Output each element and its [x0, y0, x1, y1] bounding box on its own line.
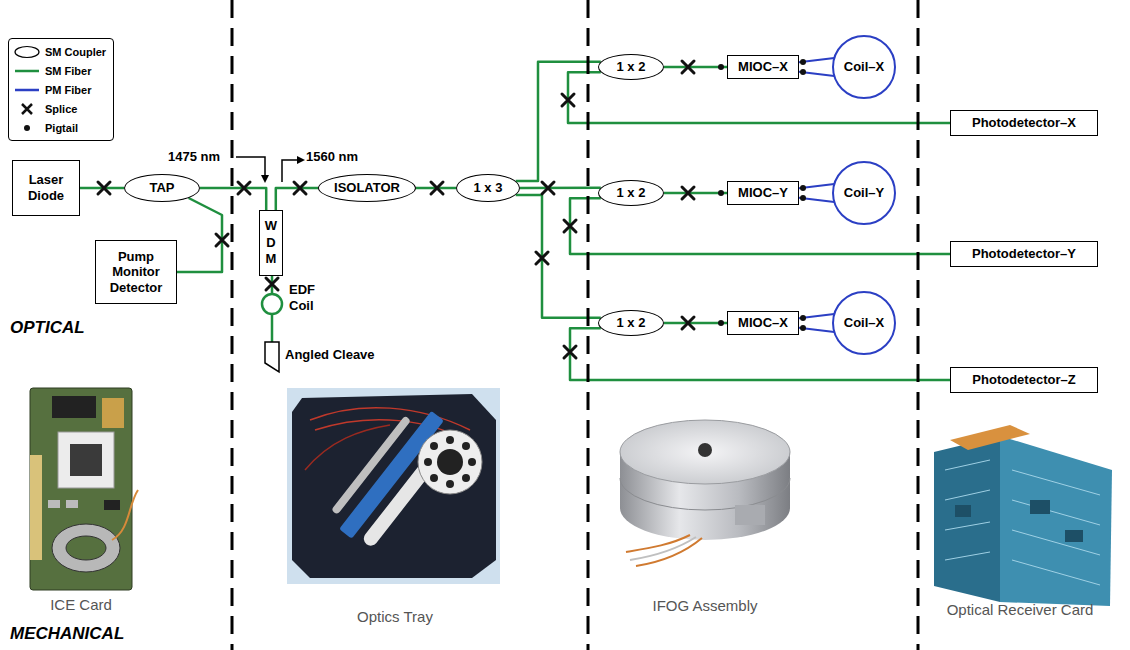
coupler-oval: TAP	[124, 174, 200, 202]
edf-fiber	[262, 276, 282, 342]
sm-fiber	[664, 192, 727, 195]
component-box: MIOC–X	[727, 55, 799, 79]
node-label: MIOC–Y	[738, 185, 788, 201]
node-label: MIOC–X	[738, 315, 788, 331]
optics-tray-illustration	[287, 388, 500, 584]
node-label: Laser Diode	[16, 172, 76, 203]
component-box: MIOC–Y	[727, 181, 799, 205]
legend-row: PM Fiber	[13, 80, 109, 99]
wdm-box: WDM	[259, 210, 283, 276]
legend-text: Pigtail	[45, 122, 78, 134]
wavelength-arrow	[236, 157, 298, 182]
component-box: Photodetector–Y	[950, 241, 1098, 267]
node-label: Photodetector–X	[972, 115, 1076, 131]
node-label: MIOC–X	[738, 59, 788, 75]
receiver-card-illustration	[934, 425, 1112, 606]
ifog-assembly-illustration	[620, 420, 790, 566]
sm-fiber	[664, 66, 727, 69]
sm-fiber	[664, 322, 727, 325]
wavelength-label: 1475 nm	[168, 149, 220, 165]
legend-sample	[13, 121, 41, 135]
node-label: TAP	[149, 180, 174, 196]
sm-fiber	[570, 198, 950, 254]
node-label: Coil–Y	[844, 185, 884, 201]
pigtail-dot	[718, 59, 806, 331]
fiber-coil: Coil–X	[832, 35, 896, 99]
coupler-oval: 1 x 2	[598, 54, 664, 80]
legend-row: SM Fiber	[13, 61, 109, 80]
section-title: OPTICAL	[10, 318, 85, 338]
node-label: Pump Monitor Detector	[99, 249, 173, 296]
node-label: 1 x 2	[617, 315, 646, 331]
component-box: Photodetector–X	[950, 110, 1098, 136]
legend-sample	[13, 83, 41, 97]
component-box: MIOC–X	[727, 311, 799, 335]
legend-text: SM Fiber	[45, 65, 91, 77]
coupler-oval: 1 x 2	[598, 180, 664, 206]
wavelength-label: 1560 nm	[306, 149, 358, 165]
legend-row: Pigtail	[13, 118, 109, 137]
ice-card-illustration	[30, 388, 138, 590]
section-title: MECHANICAL	[10, 624, 124, 644]
part-label: Angled Cleave	[285, 347, 375, 363]
node-label: ISOLATOR	[334, 180, 400, 196]
photo-caption: ICE Card	[30, 596, 132, 614]
splice-mark	[98, 61, 694, 358]
photo-caption: IFOG Assembly	[625, 597, 785, 615]
legend-sample	[13, 64, 41, 78]
node-label: Coil–X	[844, 59, 884, 75]
angled-cleave-symbol	[265, 342, 279, 372]
component-box: Pump Monitor Detector	[95, 240, 177, 304]
node-label: 1 x 2	[617, 185, 646, 201]
component-box: Laser Diode	[12, 160, 80, 216]
legend-text: PM Fiber	[45, 84, 91, 96]
photo-caption: Optics Tray	[330, 608, 460, 626]
sm-fiber	[520, 187, 601, 190]
legend-text: SM Coupler	[45, 46, 106, 58]
legend-sample	[13, 102, 41, 116]
part-label: EDF Coil	[289, 282, 331, 313]
legend-box: SM Coupler SM Fiber PM FiberSplicePigtail	[8, 38, 114, 141]
coupler-oval: ISOLATOR	[318, 174, 416, 202]
fiber-coil: Coil–Y	[832, 161, 896, 225]
node-label: WDM	[265, 218, 278, 269]
fiber-coil: Coil–X	[832, 291, 896, 355]
legend-row: Splice	[13, 99, 109, 118]
node-label: Photodetector–Y	[972, 246, 1076, 262]
arrow-head	[261, 156, 305, 183]
node-label: 1 x 3	[474, 180, 503, 196]
node-label: Coil–X	[844, 315, 884, 331]
component-box: Photodetector–Z	[950, 367, 1098, 393]
coupler-oval: 1 x 2	[598, 310, 664, 336]
legend-sample	[13, 45, 41, 59]
node-label: Photodetector–Z	[972, 372, 1075, 388]
section-divider	[232, 0, 918, 650]
photo-caption: Optical Receiver Card	[945, 601, 1095, 619]
legend-row: SM Coupler	[13, 42, 109, 61]
coupler-oval: 1 x 3	[456, 174, 520, 202]
node-label: 1 x 2	[617, 59, 646, 75]
legend-text: Splice	[45, 103, 77, 115]
